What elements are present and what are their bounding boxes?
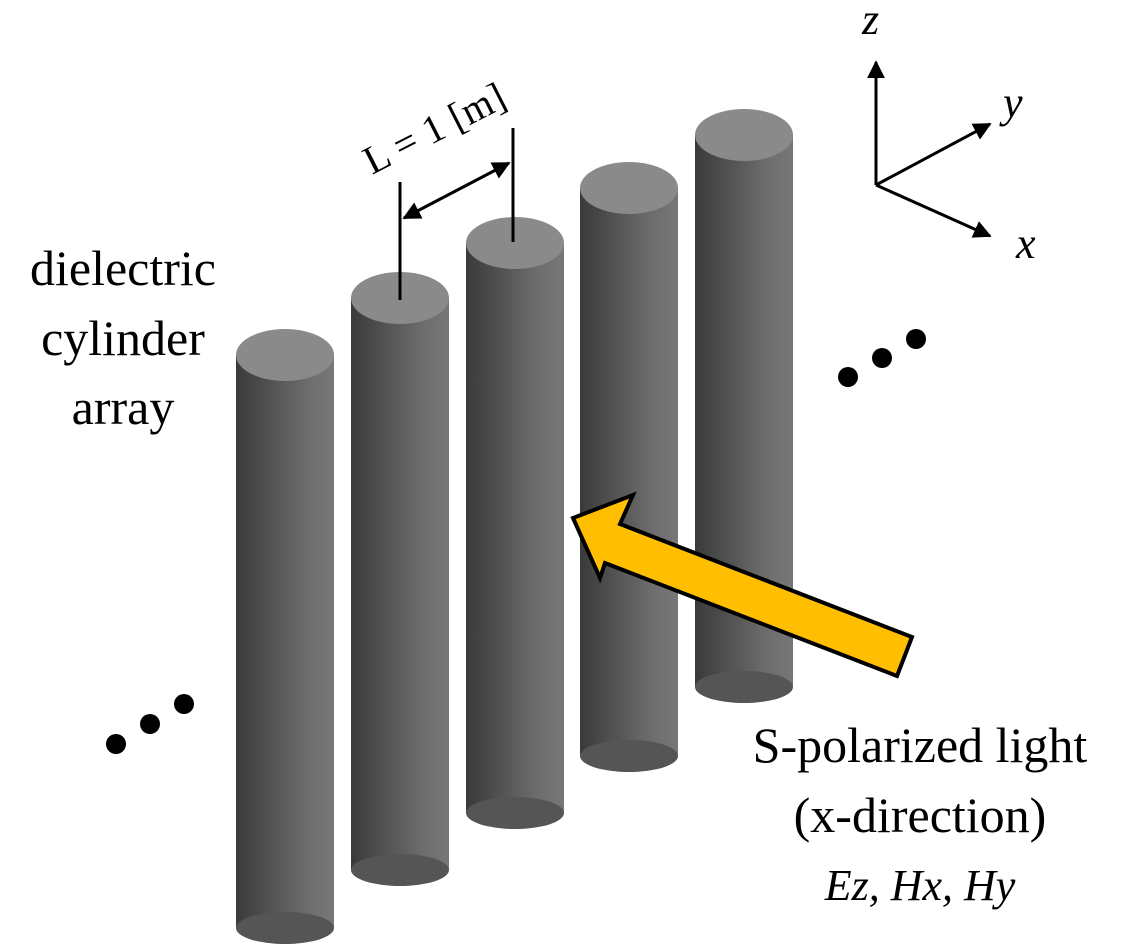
array-label-line-3: array <box>72 379 175 435</box>
z-axis-label: z <box>861 0 879 44</box>
ellipsis-left <box>106 694 194 754</box>
y-axis-arrow <box>875 122 992 187</box>
cylinder-4 <box>580 162 678 772</box>
y-axis-label: y <box>999 78 1023 127</box>
light-label-line-1: S-polarized light <box>753 717 1088 773</box>
light-label-line-2: (x-direction) <box>794 787 1047 843</box>
dimension-arrow <box>402 161 511 220</box>
cylinder-group <box>236 109 793 944</box>
field-components-label: Ez, Hx, Hy <box>824 861 1016 910</box>
spacing-label: L = 1 [m] <box>356 73 513 183</box>
light-label: S-polarized light (x-direction) Ez, Hx, … <box>753 717 1088 910</box>
x-axis-label: x <box>1015 219 1036 268</box>
incident-light-arrow <box>570 491 915 679</box>
cylinder-1 <box>236 329 334 944</box>
ellipsis-right <box>838 329 926 387</box>
cylinder-2 <box>351 272 449 886</box>
array-label-line-1: dielectric <box>30 240 216 296</box>
cylinder-3 <box>466 217 564 829</box>
array-label-line-2: cylinder <box>41 310 205 366</box>
array-label: dielectric cylinder array <box>30 240 216 435</box>
x-axis-arrow <box>875 183 992 238</box>
coordinate-axes: z y x <box>861 0 1036 268</box>
